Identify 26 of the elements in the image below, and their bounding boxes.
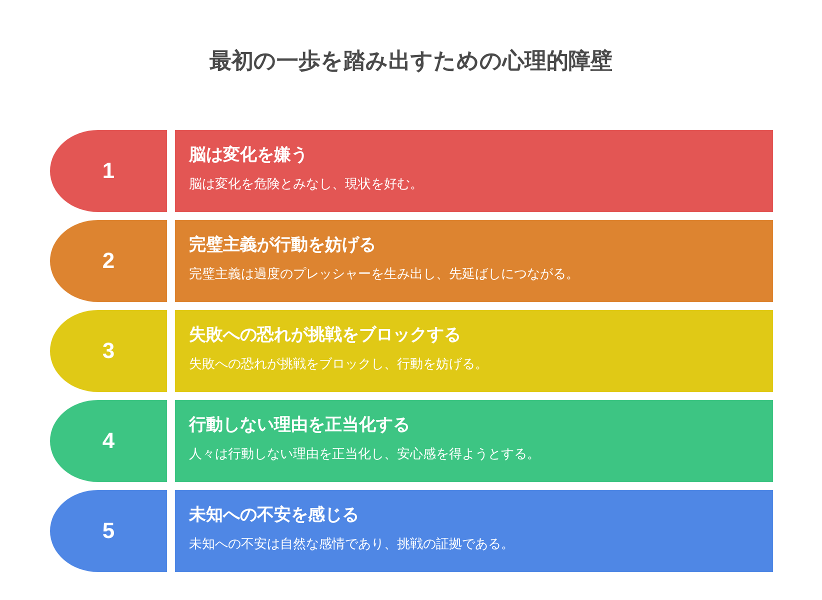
item-description: 失敗への恐れが挑戦をブロックし、行動を妨げる。 (189, 356, 488, 374)
item-heading: 完璧主義が行動を妨げる (189, 234, 376, 256)
item-band (175, 310, 773, 392)
item-heading: 脳は変化を嫌う (189, 144, 308, 166)
item-heading: 行動しない理由を正当化する (189, 414, 410, 436)
number-tab (50, 310, 167, 392)
step-number: 2 (102, 248, 115, 274)
item-description: 人々は行動しない理由を正当化し、安心感を得ようとする。 (189, 446, 540, 464)
item-description: 未知への不安は自然な感情であり、挑戦の証拠である。 (189, 536, 514, 554)
item-heading: 失敗への恐れが挑戦をブロックする (189, 324, 461, 346)
number-tab (50, 400, 167, 482)
item-heading: 未知への不安を感じる (189, 504, 359, 526)
number-tab (50, 490, 167, 572)
step-number: 5 (102, 518, 115, 544)
number-tab (50, 130, 167, 212)
item-band (175, 220, 773, 302)
item-band (175, 130, 773, 212)
item-description: 脳は変化を危険とみなし、現状を好む。 (189, 176, 423, 194)
step-number: 3 (102, 338, 115, 364)
item-band (175, 400, 773, 482)
item-description: 完璧主義は過度のプレッシャーを生み出し、先延ばしにつながる。 (189, 266, 579, 284)
step-number: 4 (102, 428, 115, 454)
item-band (175, 490, 773, 572)
number-tab (50, 220, 167, 302)
step-number: 1 (102, 158, 115, 184)
diagram-title: 最初の一歩を踏み出すための心理的障壁 (210, 49, 612, 74)
